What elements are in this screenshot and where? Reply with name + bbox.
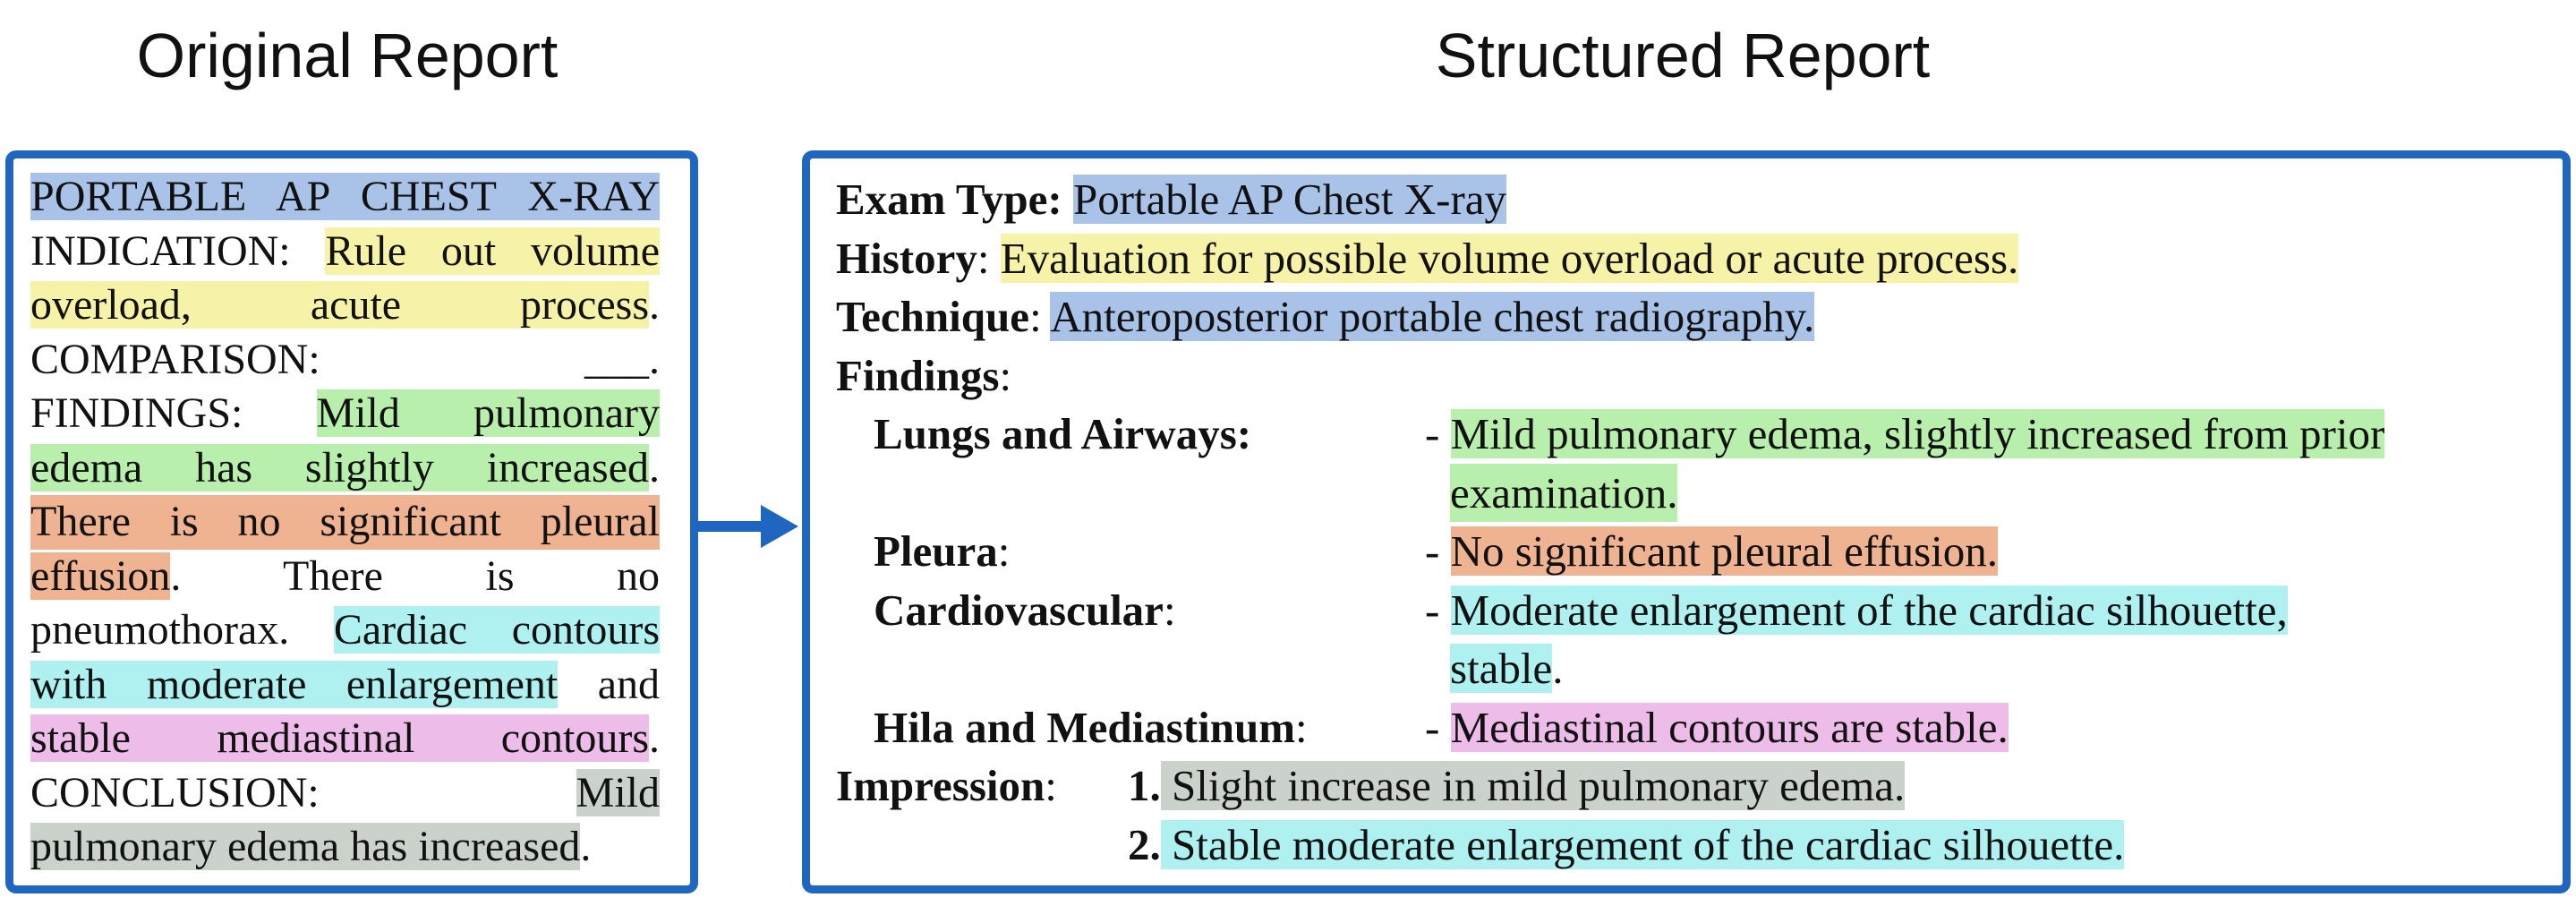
period: . — [649, 443, 660, 491]
lungs-row-cont: examination. — [836, 463, 2537, 522]
conclusion-text-2: pulmonary edema has increased — [30, 823, 581, 870]
findings-label: FINDINGS: — [30, 389, 243, 437]
hila-value: - Mediastinal contours are stable. — [1425, 698, 2009, 757]
lungs-value-text: Mild pulmonary edema, slightly increased… — [1450, 409, 2385, 458]
original-report-text: PORTABLE AP CHEST X-RAY INDICATION: Rule… — [30, 170, 661, 875]
comparison-text: COMPARISON: ___. — [30, 335, 660, 383]
impression-row-2: 2. Stable moderate enlargement of the ca… — [836, 816, 2537, 875]
original-report-title: Original Report — [136, 21, 559, 90]
colon: : — [997, 526, 1011, 576]
orig-line-11: stable mediastinal contours. — [30, 712, 660, 766]
cardiac-text-2: with moderate enlargement — [30, 660, 559, 708]
orig-line-12: CONCLUSION: Mild — [30, 766, 660, 821]
orig-line-9: pneumothorax. Cardiac contours — [30, 603, 660, 658]
period: . — [1552, 644, 1564, 693]
technique-row: Technique: Anteroposterior portable ches… — [836, 287, 2537, 346]
technique-label: Technique — [836, 292, 1030, 341]
impression-text-2: Stable moderate enlargement of the cardi… — [1160, 819, 2125, 869]
lungs-row: Lungs and Airways: - Mild pulmonary edem… — [836, 405, 2537, 464]
pneumothorax-text: . There is no — [170, 551, 660, 600]
orig-line-7: There is no significant pleural — [30, 495, 660, 550]
orig-line-4: COMPARISON: ___. — [30, 333, 660, 388]
hila-row: Hila and Mediastinum: - Mediastinal cont… — [836, 698, 2537, 757]
pleura-value: - No significant pleural effusion. — [1425, 522, 1999, 581]
orig-line-2: INDICATION: Rule out volume — [30, 225, 661, 279]
structured-report-text: Exam Type: Portable AP Chest X-ray Histo… — [836, 170, 2537, 874]
dash: - — [1425, 585, 1451, 635]
history-label: History — [836, 233, 977, 283]
impression-item-1: 1. Slight increase in mild pulmonary ede… — [1128, 756, 1906, 816]
exam-type-text: PORTABLE AP CHEST X-RAY — [30, 173, 660, 220]
impression-text-1: Slight increase in mild pulmonary edema. — [1160, 761, 1906, 810]
pleura-label-wrap: Pleura: — [874, 522, 1010, 581]
history-value: Evaluation for possible volume overload … — [1000, 233, 2019, 283]
period: . — [649, 281, 660, 329]
orig-line-3: overload, acute process. — [30, 278, 660, 333]
findings-text-2: edema has slightly increased — [30, 443, 649, 491]
mediastinal-text: stable mediastinal contours — [30, 714, 649, 762]
period: . — [580, 823, 592, 870]
effusion-text: effusion — [30, 551, 171, 600]
impression-item-2: 2. Stable moderate enlargement of the ca… — [1128, 816, 2125, 875]
hila-value-text: Mediastinal contours are stable. — [1450, 702, 2009, 752]
lungs-value-text-2: examination. — [1450, 463, 1678, 522]
colon: : — [977, 233, 990, 283]
findings-text: Mild pulmonary — [316, 389, 661, 437]
and-text: and — [597, 660, 661, 708]
dash: - — [1425, 526, 1451, 576]
colon: : — [1163, 585, 1176, 635]
orig-line-5: FINDINGS: Mild pulmonary — [30, 387, 661, 441]
cardio-value-text-2: stable — [1450, 644, 1553, 693]
colon: : — [999, 350, 1012, 400]
exam-type-row: Exam Type: Portable AP Chest X-ray — [836, 170, 2537, 229]
dash: - — [1425, 702, 1451, 752]
cardio-label: Cardiovascular — [874, 585, 1164, 635]
orig-line-10: with moderate enlargement and — [30, 658, 660, 713]
impression-row-1: Impression: 1. Slight increase in mild p… — [836, 756, 2537, 816]
orig-line-6: edema has slightly increased. — [30, 441, 660, 496]
pleura-row: Pleura: - No significant pleural effusio… — [836, 522, 2537, 581]
colon: : — [1295, 702, 1308, 752]
technique-value: Anteroposterior portable chest radiograp… — [1050, 292, 1815, 341]
conclusion-text: Mild — [576, 768, 660, 816]
impression-label: Impression — [836, 761, 1045, 810]
period: . — [649, 714, 660, 762]
cardio-label-wrap: Cardiovascular: — [874, 581, 1176, 640]
history-row: History: Evaluation for possible volume … — [836, 229, 2537, 288]
findings-heading: Findings — [836, 350, 1000, 400]
pleura-value-text: No significant pleural effusion. — [1450, 526, 1999, 576]
findings-row: Findings: — [836, 346, 2537, 406]
dash: - — [1425, 409, 1451, 458]
impression-num-1: 1. — [1128, 761, 1161, 810]
orig-line-1: PORTABLE AP CHEST X-RAY — [30, 170, 660, 225]
cardio-row-cont: stable. — [836, 639, 2537, 698]
colon: : — [1045, 761, 1057, 810]
lungs-value: - Mild pulmonary edema, slightly increas… — [1425, 405, 2385, 464]
cardio-row: Cardiovascular: - Moderate enlargement o… — [836, 581, 2537, 640]
cardiac-text: Cardiac contours — [333, 606, 660, 654]
pleural-text: There is no significant pleural — [30, 498, 660, 545]
arrow-right-icon — [696, 505, 798, 548]
pleura-label: Pleura — [874, 526, 998, 576]
cardio-value-2: stable. — [1450, 639, 1564, 698]
hila-label: Hila and Mediastinum — [874, 702, 1296, 752]
structured-report-title: Structured Report — [1435, 21, 1931, 90]
cardio-value: - Moderate enlargement of the cardiac si… — [1425, 581, 2288, 640]
hila-label-wrap: Hila and Mediastinum: — [874, 698, 1308, 757]
indication-text-2: overload, acute process — [30, 281, 649, 329]
colon: : — [1029, 292, 1042, 341]
lungs-label: Lungs and Airways: — [874, 409, 1252, 458]
impression-num-2: 2. — [1128, 819, 1161, 869]
cardio-value-text: Moderate enlargement of the cardiac silh… — [1450, 585, 2288, 635]
indication-label: INDICATION: — [30, 226, 291, 275]
orig-line-8: effusion. There is no — [30, 550, 660, 604]
pneumothorax-text-2: pneumothorax. — [30, 606, 290, 654]
exam-type-label: Exam Type: — [836, 175, 1062, 224]
indication-text: Rule out volume — [325, 226, 661, 275]
exam-type-value: Portable AP Chest X-ray — [1072, 175, 1507, 224]
orig-line-13: pulmonary edema has increased. — [30, 820, 660, 875]
conclusion-label: CONCLUSION: — [30, 768, 320, 816]
